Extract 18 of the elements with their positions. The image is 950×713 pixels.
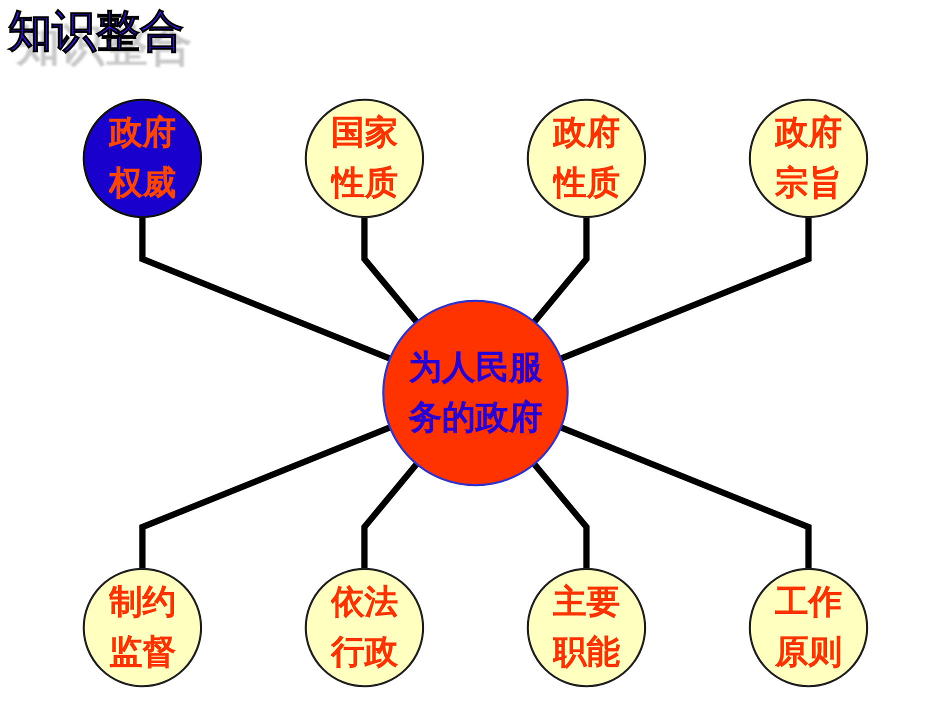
- node-circle: 政府宗旨: [748, 98, 868, 218]
- connector: [360, 216, 419, 324]
- connector: [559, 424, 812, 568]
- connector: [138, 216, 391, 361]
- node-circle: 主要职能: [526, 567, 646, 687]
- connector: [531, 216, 590, 324]
- connector: [360, 461, 419, 568]
- node-circle: 依法行政: [304, 567, 424, 687]
- node-circle: 为人民服务的政府: [382, 299, 568, 486]
- node-circle: 政府性质: [526, 98, 646, 218]
- node-circle: 国家性质: [304, 98, 424, 218]
- connector: [531, 461, 590, 568]
- connector: [138, 424, 391, 568]
- node-circle: 工作原则: [748, 567, 868, 687]
- node-circle: 制约监督: [82, 567, 202, 687]
- node-circle: 政府权威: [82, 98, 202, 218]
- title: 知识整合: [8, 5, 184, 59]
- connector: [559, 216, 812, 361]
